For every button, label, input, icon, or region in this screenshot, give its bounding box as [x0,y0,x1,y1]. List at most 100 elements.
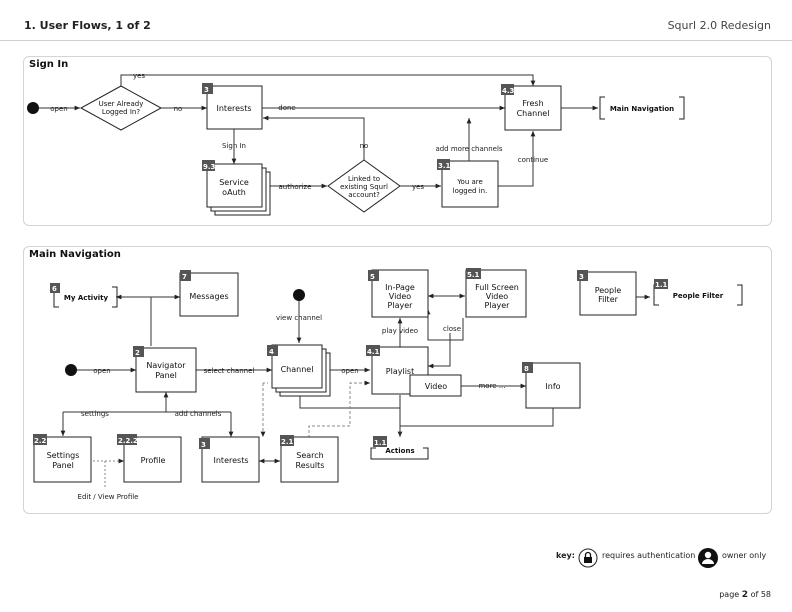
screen-number-badge [373,436,387,447]
edge-label-add-more-channels: add more channels [435,145,502,153]
signin-section-title: Sign In [29,59,69,70]
connector [428,333,451,369]
screen-number-badge [202,83,213,94]
edge-label-no: no [360,142,369,150]
screen-label: Playlist [386,367,414,376]
link-label[interactable]: Main Navigation [610,105,674,113]
legend-owner-label: owner only [722,551,767,560]
edge-label-yes: yes [133,72,145,80]
connector [116,294,152,346]
badge-number: 3 [204,86,209,94]
link-main-navigation[interactable] [599,96,685,120]
link-actions[interactable] [370,447,429,460]
screen-label: Full Screen [475,283,519,292]
screen-logged-in [441,160,499,208]
badge-number: 4.1 [367,348,380,356]
decision-text: existing Squrl [340,183,388,191]
start-node [293,289,305,301]
badge-number: 4.3 [502,87,515,95]
badge-number: 2 [135,349,140,357]
screen-label: Channel [281,365,314,374]
screen-label: Player [388,301,414,310]
screen-number-badge [117,434,137,445]
badge-number: 1.1 [655,281,668,289]
badge-number: 5.1 [467,271,480,279]
edge-label-continue: continue [518,156,548,164]
edge-label-open: open [50,105,67,113]
connector [263,115,365,160]
screen-label: Settings [47,451,80,460]
screen-number-badge [466,268,481,279]
decision-linked-account [327,159,401,213]
connector [425,309,464,341]
page-prefix: page [719,590,740,599]
screen-label: Channel [517,109,550,118]
lock-icon [578,548,598,568]
person-icon [698,548,718,568]
screen-number-badge [437,159,450,170]
link-label[interactable]: My Activity [64,294,109,302]
edge-label-settings: settings [81,410,109,418]
page-title: 1. User Flows, 1 of 2 [24,19,151,32]
screen-label: In-Page [385,283,415,292]
legend-key-label: key: [556,551,575,560]
screen-number-badge [280,435,294,446]
screen-people-filter [579,271,637,316]
edge-label-authorize: authorize [279,183,312,191]
screen-label: logged in. [453,187,488,195]
edge-label-more: more ... [478,382,505,390]
screen-number-badge [654,279,668,289]
screen-channel [271,344,323,389]
screen-profile [123,436,182,483]
decision-logged-in [79,85,163,131]
edge-label-yes: yes [412,183,424,191]
screen-label: Interests [217,104,252,113]
screen-label: Fresh [522,99,543,108]
start-node [65,364,77,376]
edge-label-sign-in: Sign In [222,142,246,150]
link-label[interactable]: Actions [385,447,414,455]
screen-label: Info [545,382,560,391]
edge-label-open: open [341,367,358,375]
badge-number: 6 [52,285,57,293]
connector [308,380,370,438]
badge-number: 3.1 [438,162,451,170]
badge-number: 3 [201,441,206,449]
page-number: page 2 of 58 [719,590,771,600]
page-total: of 58 [750,590,771,599]
screen-number-badge [33,434,47,445]
edge-label-add-channels: add channels [175,410,222,418]
screen-interests [206,85,263,130]
screen-label: Player [485,301,511,310]
edge-label-close: close [443,325,461,333]
screen-label: You are [456,178,483,186]
screen-number-badge [267,345,278,356]
start-node [27,102,39,114]
link-label[interactable]: People Filter [673,292,724,300]
screen-label: oAuth [222,188,246,197]
screen-number-badge [202,160,215,171]
screen-label: Messages [189,292,228,301]
screen-navigator-panel [135,347,197,393]
screen-number-badge [50,283,60,293]
header-divider [0,40,792,41]
screen-number-badge [368,270,379,281]
edge-label-edit-view-profile: Edit / View Profile [78,493,139,501]
screen-interests [201,436,260,483]
screen-number-badge [133,346,144,357]
edge-label-done: done [278,104,295,112]
screen-in-page-video-player [371,269,429,318]
screen-label: Panel [52,461,74,470]
badge-number: 4 [269,348,274,356]
video-label: Video [425,382,448,391]
screen-number-badge [199,438,210,449]
signin-section: Sign In [23,56,772,226]
connector [498,131,536,187]
video-subpanel [409,374,462,397]
badge-number: 2.2 [34,437,47,445]
connector [400,408,554,427]
edge-label-no: no [174,105,183,113]
badge-number: 8 [524,365,529,373]
screen-fresh-channel [504,85,562,131]
